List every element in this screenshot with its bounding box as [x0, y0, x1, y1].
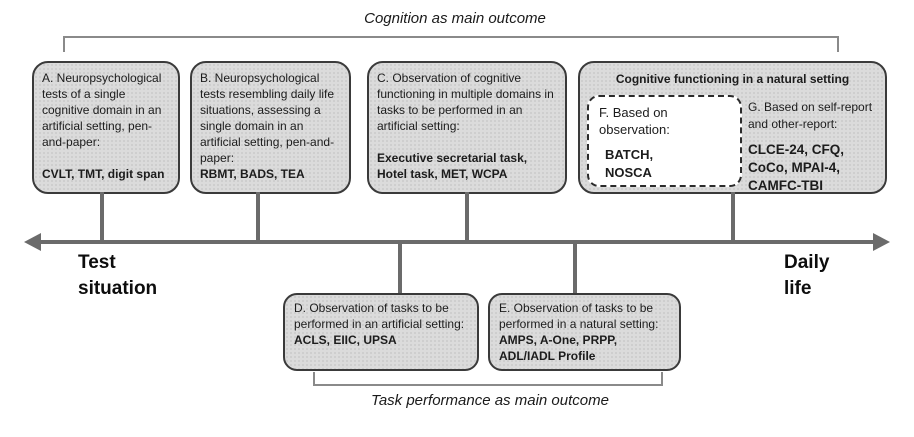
task-performance-bracket [313, 372, 663, 386]
arrow-left-icon [24, 233, 41, 251]
box-f: F. Based on observation: BATCH, NOSCA [587, 95, 742, 187]
box-g-instruments: CLCE-24, CFQ, CoCo, MPAI-4, CAMFC-TBI [748, 142, 845, 193]
connector-box-a [100, 192, 104, 243]
test-situation-label: Test situation [78, 252, 158, 299]
box-d: D. Observation of tasks to be performed … [283, 293, 479, 371]
fg-header: Cognitive functioning in a natural setti… [615, 72, 850, 86]
box-c-instruments: Executive secretarial task, Hotel task, … [377, 151, 528, 181]
daily-life-label: Daily life [784, 252, 830, 299]
cognition-bracket [63, 36, 839, 52]
box-a: A. Neuropsychological tests of a single … [32, 61, 180, 194]
box-e-instruments: AMPS, A-One, PRPP, ADL/IADL Profile [499, 333, 618, 363]
box-a-instruments: CVLT, TMT, digit span [42, 167, 165, 181]
connector-box-d [398, 243, 402, 294]
box-b: B. Neuropsychological tests resembling d… [190, 61, 351, 194]
box-c-description: C. Observation of cognitive functioning … [377, 71, 554, 133]
box-f-description: F. Based on observation: [599, 105, 670, 137]
box-g: G. Based on self-report and other-report… [748, 99, 885, 195]
connector-box-b [256, 192, 260, 243]
box-d-instruments: ACLS, EIIC, UPSA [294, 333, 397, 347]
box-a-description: A. Neuropsychological tests of a single … [42, 71, 162, 149]
box-fg: Cognitive functioning in a natural setti… [578, 61, 887, 194]
cognition-outcome-label: Cognition as main outcome [364, 10, 546, 27]
box-e: E. Observation of tasks to be performed … [488, 293, 681, 371]
connector-box-c [465, 192, 469, 243]
connector-box-e [573, 243, 577, 294]
box-f-instruments: BATCH, NOSCA [605, 147, 654, 180]
box-d-description: D. Observation of tasks to be performed … [294, 301, 465, 331]
box-g-description: G. Based on self-report and other-report… [748, 100, 873, 131]
arrow-right-icon [873, 233, 890, 251]
box-b-description: B. Neuropsychological tests resembling d… [200, 71, 335, 165]
box-e-description: E. Observation of tasks to be performed … [499, 301, 659, 331]
box-c: C. Observation of cognitive functioning … [367, 61, 567, 194]
connector-box-fg [731, 192, 735, 243]
task-performance-label: Task performance as main outcome [371, 392, 609, 409]
box-b-instruments: RBMT, BADS, TEA [200, 167, 305, 181]
continuum-axis [38, 240, 876, 244]
